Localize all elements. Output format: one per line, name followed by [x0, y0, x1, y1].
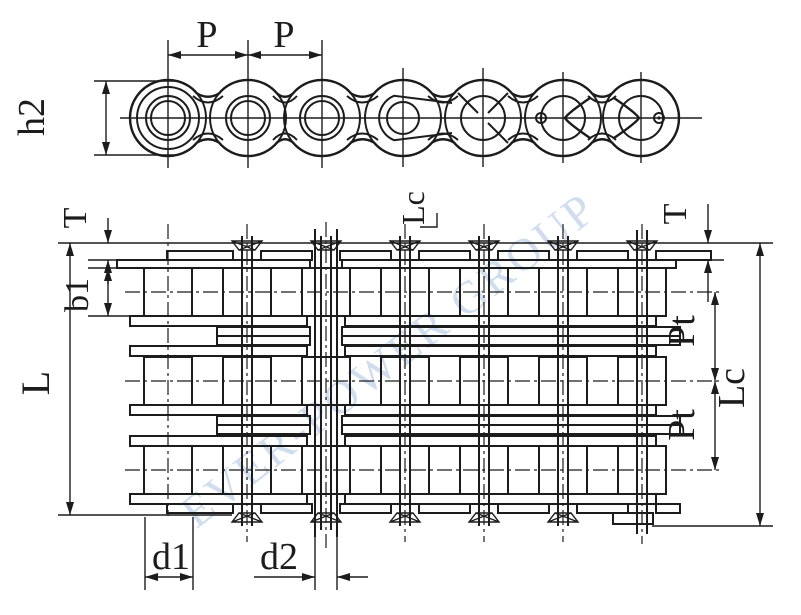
plan-centerlines [125, 222, 720, 548]
label-h2: h2 [11, 98, 53, 136]
dimension-lc-top: Lc [395, 191, 438, 228]
label-b1: b1 [59, 278, 96, 312]
side-view-centerlines [120, 40, 702, 168]
pin-rivet-symbols-top [230, 240, 659, 251]
dimension-b1: b1 [59, 267, 133, 317]
dimension-h2: h2 [11, 80, 176, 156]
label-t-left: T [57, 207, 94, 228]
plan-view-triplex: T b1 L Lc T [13, 191, 773, 590]
spring-clip-fasteners [535, 97, 665, 139]
label-d2: d2 [260, 536, 298, 578]
dimension-pitch: P P [168, 14, 322, 59]
label-l: L [13, 371, 58, 395]
pin-rivet-symbols-bottom [230, 512, 580, 523]
dimension-l: L [13, 243, 74, 515]
dimension-d1: d1 [144, 517, 194, 590]
dimension-t-right: T [657, 203, 724, 302]
watermark-text: EVER-POWER GROUP [171, 182, 606, 537]
label-d1: d1 [152, 536, 190, 578]
offset-link-plate [378, 94, 453, 142]
label-lc-top: Lc [395, 191, 431, 225]
side-elevation-view: P P h2 [11, 14, 702, 168]
link-plates [116, 250, 712, 525]
label-pitch-2: P [273, 14, 294, 56]
label-pitch-1: P [196, 14, 217, 56]
dimension-pt-upper: Pt [661, 292, 719, 381]
dimension-pt-lower: Pt [661, 381, 719, 470]
label-lc-right: Lc [711, 368, 753, 408]
rollers-and-pins [129, 79, 680, 157]
roller-section-lines [457, 92, 509, 144]
dimension-lc-right: Lc [711, 243, 764, 526]
label-pt-lower: Pt [661, 409, 703, 441]
label-pt-upper: Pt [661, 315, 703, 347]
label-t-right: T [657, 203, 694, 224]
dimension-t-left: T [57, 207, 133, 284]
dimension-d2: d2 [254, 536, 368, 590]
